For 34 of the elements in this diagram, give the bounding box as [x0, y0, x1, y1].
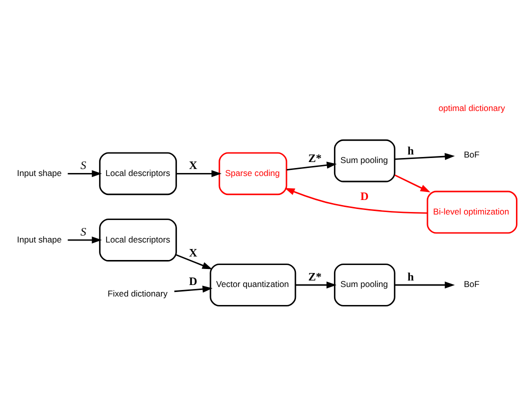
- arrow: [174, 286, 213, 293]
- node-text: Input shape: [17, 234, 62, 244]
- node-box: Vector quantization: [210, 264, 296, 306]
- edge-label: D: [189, 276, 198, 288]
- arrow: [394, 282, 455, 289]
- edge-label: S: [80, 226, 86, 239]
- arrow: [68, 236, 102, 244]
- edge-label: X: [189, 247, 198, 260]
- edge-label: X: [189, 160, 198, 172]
- node-box: Sparse coding: [218, 152, 288, 196]
- node-box: Sum pooling: [334, 264, 396, 306]
- arrow: [394, 174, 430, 192]
- node-text: Fixed dictionary: [108, 288, 168, 299]
- arrow: [296, 282, 337, 289]
- node-text: BoF: [464, 279, 480, 290]
- arrow: [176, 170, 222, 178]
- node-box: Bi-level optimization: [426, 190, 518, 234]
- arrow: [394, 153, 455, 160]
- edge-label: h: [407, 272, 414, 284]
- edge-label: Z*: [308, 153, 322, 166]
- node-box: Local descriptors: [99, 152, 177, 196]
- node-text: BoF: [464, 149, 480, 160]
- edge-label: D: [360, 190, 369, 203]
- node-text: Input shape: [17, 168, 62, 178]
- label: optimal dictionary: [438, 102, 506, 113]
- arrow: [286, 162, 337, 171]
- arrow: [176, 254, 212, 270]
- arrow: [68, 170, 102, 178]
- edge-label: Z*: [308, 272, 322, 284]
- node-box: Sum pooling: [334, 139, 396, 182]
- arrow: [284, 188, 428, 214]
- edge-label: S: [80, 160, 86, 172]
- edge-label: h: [407, 145, 414, 158]
- node-box: Local descriptors: [99, 218, 177, 262]
